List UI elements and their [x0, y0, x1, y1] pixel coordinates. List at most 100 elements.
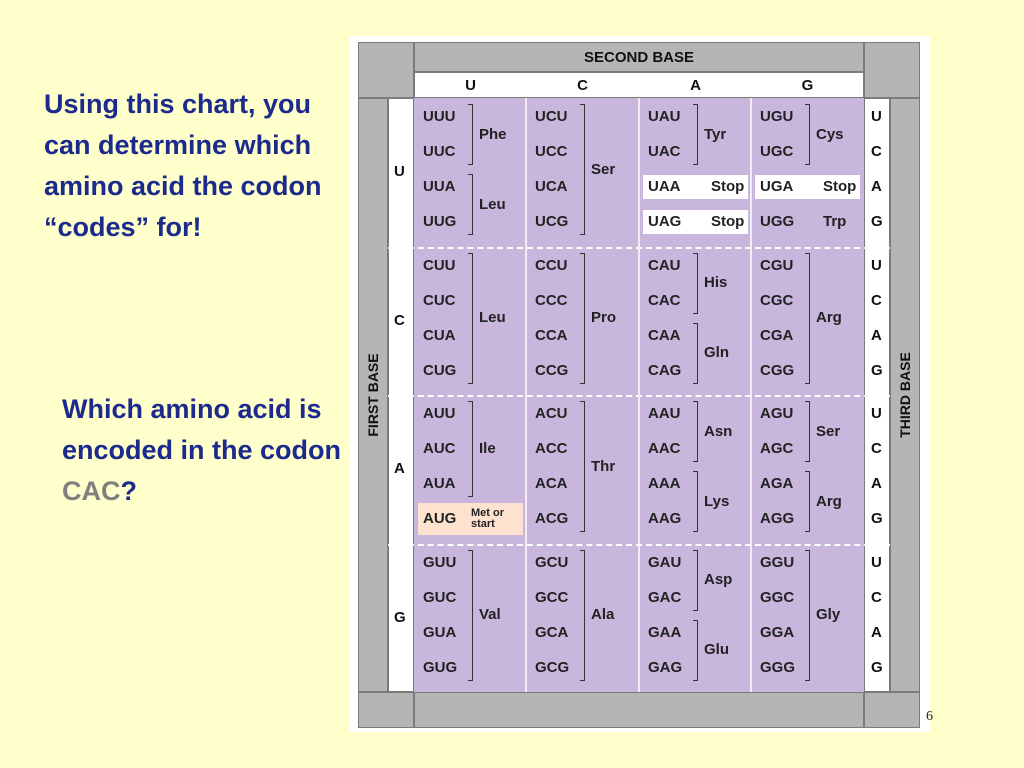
codon-ccg: CCG [535, 361, 569, 379]
corner-bottom-left [358, 692, 414, 728]
amino-acid-gly: Gly [816, 606, 841, 623]
third-base-u: U [871, 256, 882, 274]
codon-guu: GUU [423, 553, 457, 571]
codon-gac: GAC [648, 588, 682, 606]
codon-uaa: UAA [648, 178, 681, 195]
codon-acg: ACG [535, 510, 569, 527]
amino-acid-val: Val [479, 606, 501, 623]
bracket [693, 471, 698, 532]
codon-cua: CUA [423, 326, 456, 344]
codon-agc: AGC [760, 440, 794, 457]
bracket [468, 104, 473, 165]
amino-acid-met-or-start: Met or start [471, 507, 504, 530]
question-text: Which amino acid is encoded in the codon… [62, 389, 352, 512]
codon-guc: GUC [423, 588, 457, 606]
codon-aca: ACA [535, 475, 568, 492]
codon-cgc: CGC [760, 291, 794, 309]
codon-cgu: CGU [760, 256, 794, 274]
second-base-a: A [690, 76, 701, 94]
third-base-a: A [871, 178, 882, 195]
codon-uuu: UUU [423, 108, 456, 125]
codon-uag: UAG [648, 213, 682, 230]
codon-auu: AUU [423, 405, 456, 422]
codon-aac: AAC [648, 440, 681, 457]
third-base-c: C [871, 143, 882, 160]
first-base-g: G [394, 608, 406, 626]
codon-uga: UGA [760, 178, 794, 195]
codon-ugg: UGG [760, 213, 795, 230]
intro-text: Using this chart, you can determine whic… [44, 89, 322, 242]
column-divider [750, 98, 752, 692]
codon-ucc: UCC [535, 143, 568, 160]
bracket [580, 252, 585, 384]
codon-cag: CAG [648, 361, 682, 379]
third-base-u: U [871, 553, 882, 571]
codon-agg: AGG [760, 510, 795, 527]
codon-ccu: CCU [535, 256, 568, 274]
codon-gua: GUA [423, 623, 457, 641]
bracket [693, 549, 698, 611]
codon-caa: CAA [648, 326, 681, 344]
corner-bottom-right [864, 692, 920, 728]
amino-acid-his: His [704, 274, 728, 291]
first-base-a: A [394, 460, 405, 477]
codon-uac: UAC [648, 143, 681, 160]
bracket [805, 401, 810, 462]
codon-cac: CAC [648, 291, 681, 309]
third-base-c: C [871, 588, 882, 606]
codon-auc: AUC [423, 440, 456, 457]
amino-acid-asn: Asn [704, 422, 733, 440]
codon-ggu: GGU [760, 553, 795, 571]
codon-gag: GAG [648, 658, 683, 676]
amino-acid-thr: Thr [591, 457, 616, 475]
bracket [580, 401, 585, 532]
amino-acid-gln: Gln [704, 344, 729, 361]
codon-agu: AGU [760, 405, 794, 422]
amino-acid-phe: Phe [479, 125, 507, 143]
codon-gga: GGA [760, 623, 795, 641]
codon-cau: CAU [648, 256, 681, 274]
third-base-column [890, 98, 920, 692]
question-codon: CAC [62, 476, 121, 506]
codon-uuc: UUC [423, 143, 456, 160]
amino-acid-ile: Ile [479, 440, 496, 457]
bracket [693, 401, 698, 462]
codon-cga: CGA [760, 326, 794, 344]
amino-acid-glu: Glu [704, 641, 729, 658]
amino-acid-stop: Stop [711, 213, 745, 230]
third-base-a: A [871, 623, 882, 641]
third-base-u: U [871, 108, 882, 125]
third-base-g: G [871, 510, 883, 527]
codon-cuu: CUU [423, 256, 456, 274]
bracket [693, 619, 698, 681]
codon-cca: CCA [535, 326, 568, 344]
bracket [580, 104, 585, 235]
third-base-g: G [871, 361, 883, 379]
first-base-label: FIRST BASE [365, 353, 381, 437]
bracket [580, 549, 585, 681]
amino-acid-cys: Cys [816, 125, 844, 143]
codon-aua: AUA [423, 475, 456, 492]
codon-gug: GUG [423, 658, 458, 676]
second-base-c: C [577, 76, 588, 94]
codon-aug: AUG [423, 510, 457, 527]
bracket [693, 322, 698, 384]
page-number: 6 [926, 709, 933, 724]
second-base-header [414, 42, 864, 72]
third-base-g: G [871, 658, 883, 676]
question-lead: Which amino acid is encoded in the codon [62, 394, 342, 465]
amino-acid-lys: Lys [704, 492, 730, 510]
first-base-column [358, 98, 388, 692]
third-base-c: C [871, 440, 882, 457]
codon-aau: AAU [648, 405, 681, 422]
bracket [468, 549, 473, 681]
amino-acid-tyr: Tyr [704, 125, 727, 143]
bracket [693, 252, 698, 314]
corner-top-left [358, 42, 414, 98]
bracket [805, 252, 810, 384]
amino-acid-arg: Arg [816, 309, 842, 326]
codon-ugu: UGU [760, 108, 794, 125]
amino-acid-leu: Leu [479, 309, 506, 326]
codon-gca: GCA [535, 623, 569, 641]
